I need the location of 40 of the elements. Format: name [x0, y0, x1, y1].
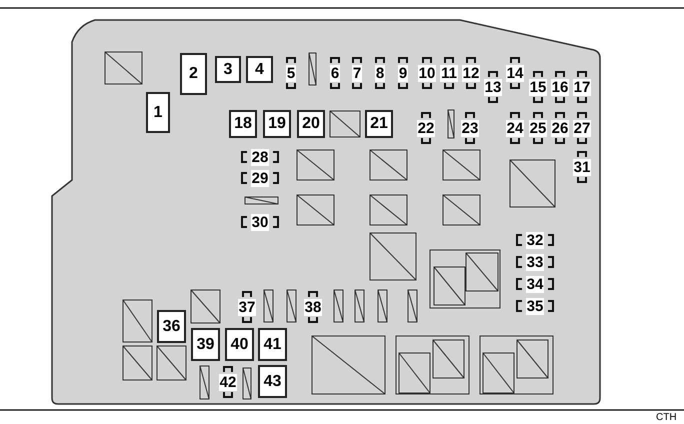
fuse-slot — [460, 57, 482, 89]
fuse-box: 4 — [246, 56, 273, 83]
fuse-slot — [549, 112, 571, 144]
fuse-slot — [302, 291, 324, 323]
fuse-box: 43 — [258, 365, 287, 398]
fuse-box: 18 — [229, 110, 257, 138]
fuse-slot — [516, 299, 554, 313]
fuse-slot — [236, 291, 258, 323]
fuse-slot — [459, 112, 481, 144]
fuse-slot — [482, 71, 504, 103]
fuse-slot — [571, 112, 593, 144]
fuse-box: 1 — [146, 92, 170, 133]
fuse-box: 3 — [215, 56, 241, 83]
fuse-slot — [527, 112, 549, 144]
fuse-box: 39 — [191, 328, 220, 361]
fuse-slot — [571, 71, 593, 103]
fuse-slot — [516, 255, 554, 269]
fuse-slot — [549, 71, 571, 103]
fuse-slot — [516, 233, 554, 247]
fuse-slot — [527, 71, 549, 103]
fuse-slot — [217, 366, 239, 398]
fuse-slot — [241, 150, 279, 164]
fuse-slot — [241, 171, 279, 185]
fuse-box: 41 — [258, 328, 287, 361]
fuse-box: 19 — [263, 110, 291, 138]
fuse-slot — [504, 112, 526, 144]
fuse-box: 2 — [180, 53, 207, 95]
fuse-slot — [438, 57, 460, 89]
fuse-slot — [416, 57, 438, 89]
fuse-box: 20 — [297, 110, 325, 138]
fuse-slot — [415, 112, 437, 144]
fuse-number: 11 — [440, 64, 458, 82]
figure-code: CTH — [656, 412, 677, 423]
fuse-box: 40 — [225, 328, 254, 361]
fuse-box: 21 — [365, 110, 393, 138]
fuse-slot — [516, 277, 554, 291]
fuse-slot — [241, 215, 279, 229]
fuse-box: 36 — [157, 310, 186, 343]
fuse-slot — [504, 57, 526, 89]
fuse-slot — [571, 151, 593, 183]
